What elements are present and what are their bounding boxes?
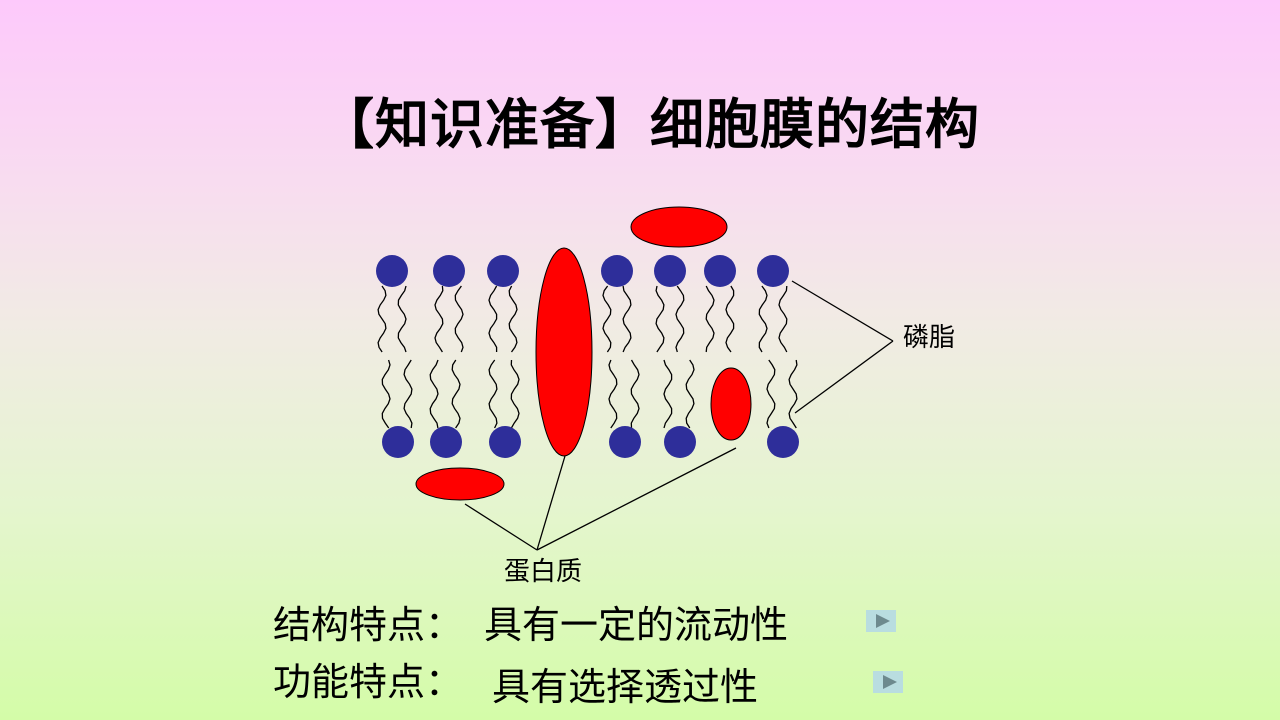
protein-bottom [415, 467, 505, 501]
function-feature-value: 具有选择透过性 [492, 665, 759, 709]
lipid-tail [758, 285, 768, 353]
lipid-tail [488, 285, 498, 352]
lipid-tail [488, 359, 498, 429]
lipid-tail [429, 359, 439, 429]
lipid-head [654, 255, 686, 287]
lipid-tail [451, 359, 461, 429]
lipid-tail [397, 285, 407, 353]
lipid-tail [508, 285, 518, 353]
lipid-tail [630, 359, 640, 429]
lipid-head [704, 255, 736, 287]
lipid-tail [510, 359, 520, 429]
lipid-tail [454, 285, 464, 353]
lipid-head [487, 255, 519, 287]
structure-feature-label: 结构特点： [273, 603, 464, 647]
protein-transmembrane [535, 247, 593, 457]
function-feature-label: 功能特点： [273, 660, 464, 704]
lipid-tail [766, 359, 776, 429]
structure-feature-value: 具有一定的流动性 [484, 603, 789, 647]
play-icon [875, 614, 890, 628]
lipid-head [757, 255, 789, 287]
phospholipid-tails [377, 285, 798, 429]
protein-top [630, 206, 728, 248]
lipid-head [433, 255, 465, 287]
lipid-head [601, 255, 633, 287]
structure-play-button[interactable] [866, 610, 896, 632]
lipid-head [664, 426, 696, 458]
lipid-head [430, 426, 462, 458]
lipid-tail [705, 285, 715, 353]
lipid-tail [663, 359, 673, 429]
lipid-tail [377, 285, 387, 353]
lipid-tail [675, 285, 685, 353]
function-play-button[interactable] [873, 671, 903, 693]
lipid-head [489, 426, 521, 458]
protein-label: 蛋白质 [504, 557, 582, 587]
lipid-tail [602, 285, 612, 353]
lipid-tail [725, 285, 735, 353]
protein-embedded [710, 367, 752, 441]
lipid-tail [655, 285, 665, 353]
phospholipid-heads [376, 255, 799, 458]
lipid-tail [622, 285, 632, 353]
lipid-head [767, 426, 799, 458]
lipid-head [376, 255, 408, 287]
lipid-tail [403, 359, 413, 429]
lipid-tail [608, 359, 618, 429]
protein-pointer-lines [464, 447, 737, 551]
page-title: 【知识准备】细胞膜的结构 [320, 93, 980, 156]
lipid-head [382, 426, 414, 458]
lipid-tail [778, 285, 788, 353]
play-icon [882, 675, 897, 689]
lipid-tail [788, 359, 798, 429]
phospholipid-pointer-lines [791, 280, 894, 414]
lipid-head [609, 426, 641, 458]
lipid-tail [434, 285, 444, 353]
lipid-tail [381, 359, 391, 429]
lipid-tail [685, 359, 695, 429]
phospholipid-label: 磷脂 [903, 323, 955, 353]
